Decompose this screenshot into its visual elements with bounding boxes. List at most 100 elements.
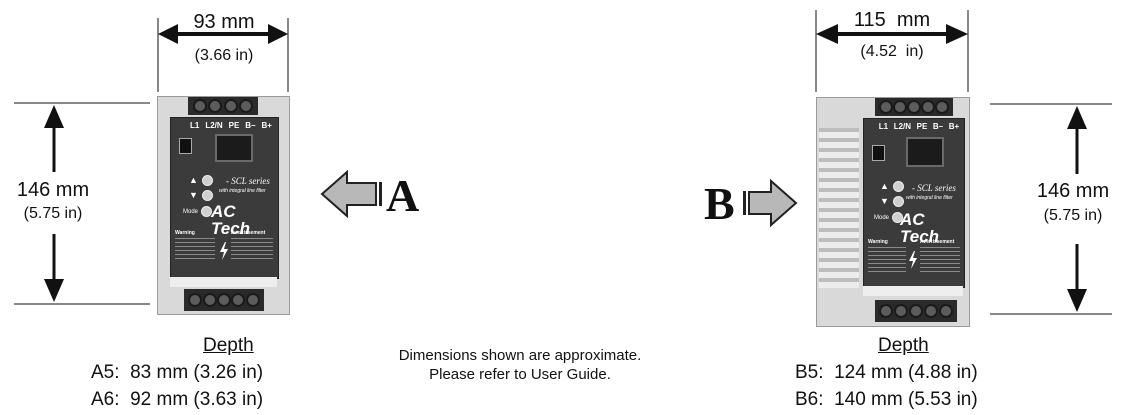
down-arrow-icon: ▼	[189, 190, 198, 200]
terminal-label: L2/N	[205, 121, 223, 130]
b-avertissement-label: Avertissement	[920, 239, 955, 245]
b-pointer-arrow-tail	[743, 191, 746, 215]
b-series-label: - SCL series	[912, 183, 956, 193]
b-width-arrowhead-right	[946, 24, 968, 44]
note-line-2: Please refer to User Guide.	[429, 366, 611, 383]
down-button	[201, 190, 213, 201]
a-height-arrowhead-bottom	[44, 279, 64, 302]
terminal-label: B–	[932, 122, 944, 131]
terminal-screw-icon	[216, 293, 231, 307]
a-depth-row: A5: 83 mm (3.26 in)	[91, 362, 264, 383]
terminal-screw-icon	[223, 99, 238, 113]
b-up-button-row: ▲	[880, 181, 904, 192]
a-warning-label: Warning	[175, 230, 195, 236]
a-down-button-row: ▼	[189, 190, 213, 201]
a-bottom-terminal-block	[184, 289, 264, 311]
b-avertissement-text-block	[920, 247, 960, 273]
b-depth-title: Depth	[878, 335, 929, 356]
terminal-screw-icon	[188, 293, 203, 307]
drive-a-illustration: L1 L2/N PE B– B+ ▲ ▼ Mode - SCL series w…	[157, 96, 290, 315]
b-warning-text-block	[868, 247, 906, 273]
b-height-in-label: (5.75 in)	[1043, 207, 1103, 224]
b-led-display	[906, 137, 944, 167]
a-avertissement-text-block	[231, 238, 273, 262]
terminal-screw-icon	[202, 293, 217, 307]
mode-button	[892, 212, 904, 223]
b-pointer-arrow	[748, 178, 798, 228]
b-height-arrowhead-bottom	[1067, 289, 1087, 312]
terminal-screw-icon	[208, 99, 223, 113]
b-letter-label: B	[704, 178, 735, 229]
a-depth-row: A6: 92 mm (3.63 in)	[91, 389, 264, 410]
up-arrow-icon: ▲	[880, 181, 889, 191]
b-down-button-row: ▼	[880, 196, 904, 207]
approximate-dimensions-note: Dimensions shown are approximate. Please…	[390, 346, 650, 384]
down-button	[892, 196, 904, 207]
a-brand-logo: AC Tech	[211, 202, 251, 238]
terminal-screw-icon	[239, 99, 254, 113]
up-button	[892, 181, 904, 192]
b-warning-label: Warning	[868, 239, 888, 245]
a-letter-label: A	[386, 170, 420, 221]
b-front-panel: L1 L2/N PE B– B+ ▲ ▼ Mode - SCL series w…	[863, 118, 965, 288]
mode-button	[201, 206, 213, 217]
a-filter-label: with integral line filter	[219, 188, 266, 194]
terminal-screw-icon	[879, 304, 894, 318]
mode-label: Mode	[183, 208, 199, 215]
mode-label: Mode	[874, 214, 890, 221]
terminal-screw-icon	[879, 100, 893, 114]
lightning-bolt-icon	[909, 251, 917, 269]
note-line-1: Dimensions shown are approximate.	[398, 347, 642, 364]
a-width-arrowhead-right	[268, 24, 288, 44]
a-connector-port	[179, 138, 192, 154]
a-mode-button-row: Mode	[183, 206, 213, 217]
down-arrow-icon: ▼	[880, 196, 889, 206]
terminal-label: L1	[878, 122, 889, 131]
b-terminal-labels: L1 L2/N PE B– B+	[876, 122, 962, 131]
terminal-screw-icon	[908, 304, 923, 318]
a-warning-text-block	[175, 238, 215, 262]
a-series-label: - SCL series	[226, 176, 270, 186]
terminal-screw-icon	[894, 304, 909, 318]
terminal-screw-icon	[938, 304, 953, 318]
a-width-arrowhead-left	[158, 24, 178, 44]
a-height-in-label: (5.75 in)	[23, 205, 83, 222]
terminal-screw-icon	[907, 100, 921, 114]
a-height-mm-label: 146 mm	[16, 179, 90, 201]
terminal-screw-icon	[245, 293, 260, 307]
a-pointer-arrow	[320, 169, 377, 219]
a-top-terminal-block	[188, 97, 258, 115]
a-width-in-label: (3.66 in)	[194, 47, 254, 64]
a-height-arrowhead-top	[44, 105, 64, 128]
b-height-mm-label: 146 mm	[1036, 180, 1110, 202]
b-brand-logo: AC Tech	[900, 210, 940, 246]
a-led-display	[215, 134, 253, 162]
terminal-screw-icon	[231, 293, 246, 307]
up-arrow-icon: ▲	[189, 175, 198, 185]
b-width-in-label: (4.52 in)	[860, 43, 924, 60]
terminal-screw-icon	[921, 100, 935, 114]
terminal-screw-icon	[893, 100, 907, 114]
a-width-mm-label: 93 mm	[193, 11, 255, 33]
b-connector-port	[872, 145, 885, 161]
terminal-screw-icon	[923, 304, 938, 318]
a-depth-title: Depth	[203, 335, 254, 356]
terminal-label: PE	[228, 121, 240, 130]
b-height-arrowhead-top	[1067, 106, 1087, 129]
b-mode-button-row: Mode	[874, 212, 904, 223]
terminal-screw-icon	[935, 100, 949, 114]
terminal-label: B+	[261, 121, 272, 130]
terminal-label: L1	[189, 121, 200, 130]
b-depth-row: B5: 124 mm (4.88 in)	[795, 362, 978, 383]
terminal-label: PE	[916, 122, 928, 131]
b-width-mm-label: 115 mm	[853, 9, 931, 31]
a-bottom-label-strip	[170, 277, 277, 287]
drive-b-illustration: L1 L2/N PE B– B+ ▲ ▼ Mode - SCL series w…	[816, 97, 970, 327]
terminal-label: L2/N	[893, 122, 912, 131]
b-heatsink-fins	[819, 128, 859, 288]
a-terminal-labels: L1 L2/N PE B– B+	[187, 121, 275, 130]
b-bottom-label-strip	[863, 286, 963, 296]
b-filter-label: with integral line filter	[906, 195, 953, 201]
b-top-terminal-block	[875, 98, 953, 116]
